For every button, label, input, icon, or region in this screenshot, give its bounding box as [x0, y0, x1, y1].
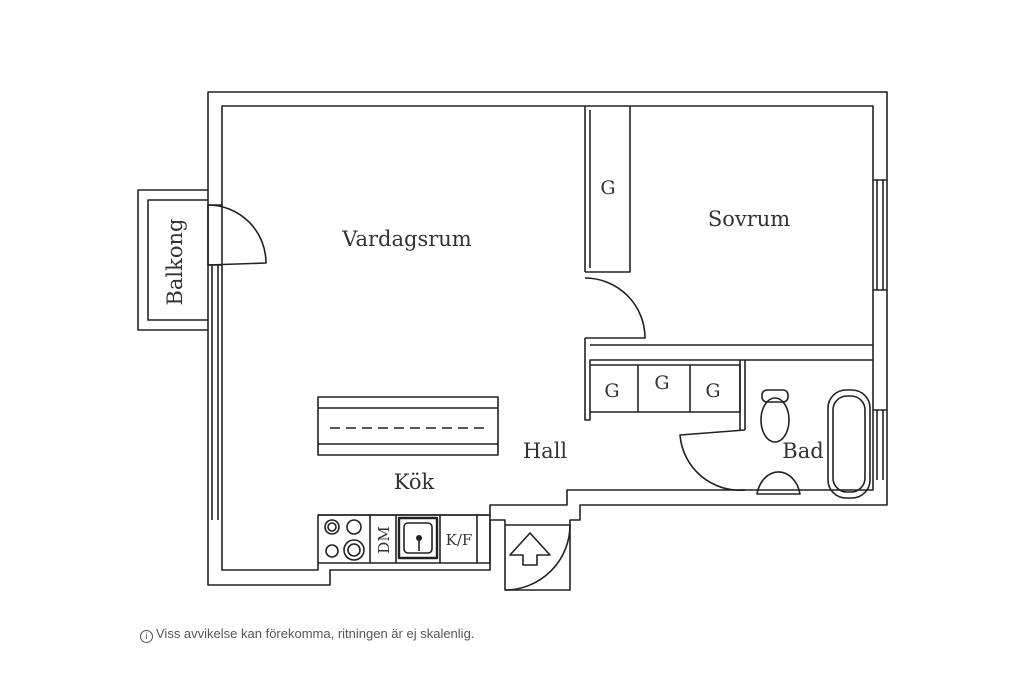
kitchen-counter [318, 514, 491, 564]
toilet [760, 389, 790, 443]
room-label-kitchen: Kök [394, 470, 435, 494]
bathtub [827, 389, 871, 499]
room-label-living: Vardagsrum [341, 227, 472, 251]
closet-label: G [705, 380, 720, 402]
room-label-bedroom: Sovrum [708, 207, 790, 231]
room-label-hall: Hall [523, 439, 568, 463]
outer-walls [207, 91, 888, 591]
interior-walls [584, 106, 873, 492]
stove-icon [324, 519, 365, 561]
fridge-label: K/F [446, 531, 473, 549]
disclaimer-text: Viss avvikelse kan förekomma, ritningen … [156, 626, 475, 641]
entrance-door [504, 524, 571, 591]
balcony [137, 189, 208, 331]
kitchen-island [317, 396, 499, 456]
closet-label: G [604, 380, 619, 402]
room-label-bath: Bad [782, 439, 823, 463]
balcony-door [207, 204, 267, 266]
entrance-arrow-icon [509, 532, 551, 566]
kitchen-sink-icon [397, 516, 439, 560]
dishwasher-label: DM [375, 526, 393, 553]
bathroom-sink [756, 471, 801, 495]
room-label-balcony: Balkong [163, 218, 187, 305]
closet-label: G [654, 372, 669, 394]
closet-label: G [600, 177, 615, 199]
info-icon: i [140, 630, 153, 643]
